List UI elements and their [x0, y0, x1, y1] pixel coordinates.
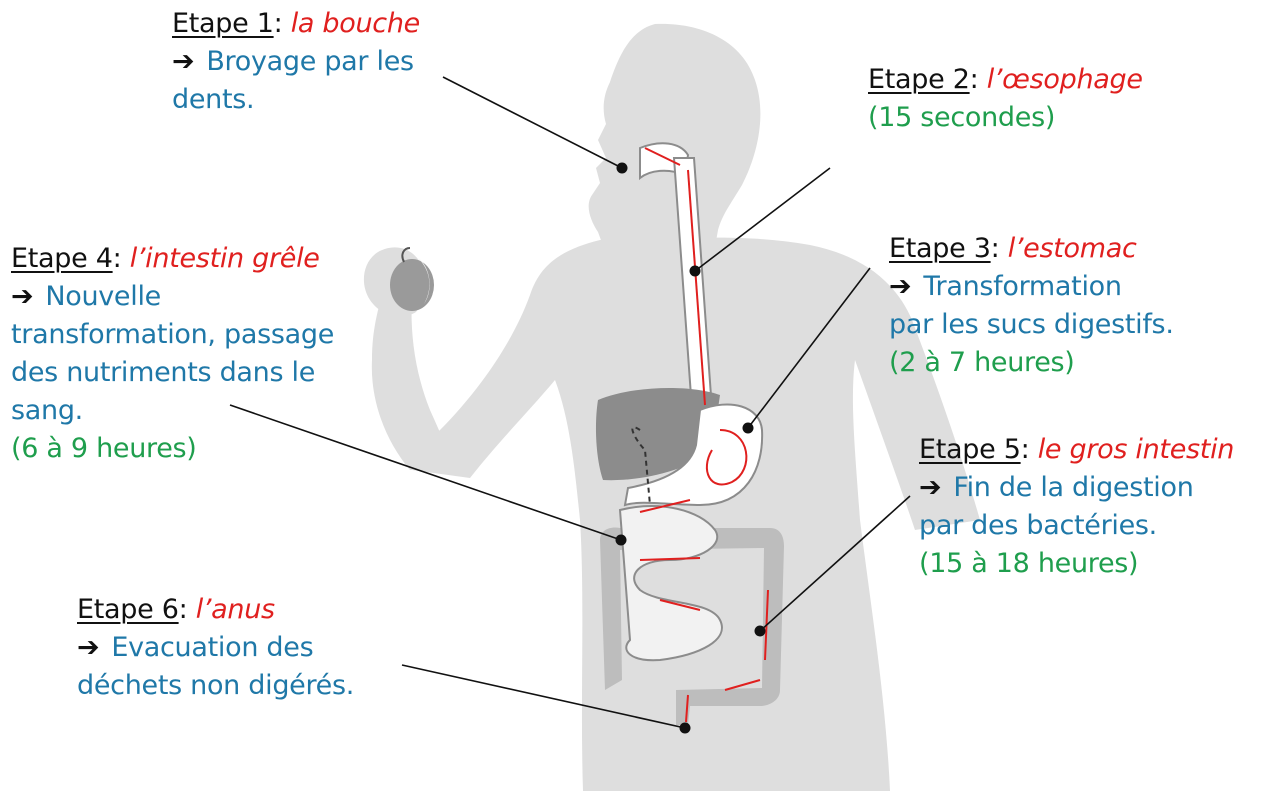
stage-5-description-line: Fin de la digestion: [953, 472, 1193, 503]
dot-esophagus: [690, 266, 701, 277]
stage-6-description-line: déchets non digérés.: [77, 667, 354, 705]
stage-4-duration: (6 à 9 heures): [11, 430, 334, 468]
leader-line-1: [443, 77, 622, 168]
stage-4-description-line: Nouvelle: [45, 281, 161, 312]
stage-6-step: Etape 6: [77, 594, 179, 625]
stage-2-duration: (15 secondes): [868, 99, 1143, 137]
stage-1-description-line: Broyage par les: [206, 46, 413, 77]
stage-4-description-line: transformation, passage: [11, 316, 334, 354]
stage-5-duration: (15 à 18 heures): [919, 545, 1234, 583]
stage-2-organ: l’œsophage: [987, 64, 1143, 95]
dot-small-intestine: [616, 535, 627, 546]
stage-5-description-line: par des bactéries.: [919, 507, 1234, 545]
forearm: [372, 295, 452, 470]
dot-large-intestine: [755, 626, 766, 637]
stage-4-step: Etape 4: [11, 243, 113, 274]
stage-5-label: Etape 5: le gros intestin ➔Fin de la dig…: [919, 431, 1234, 583]
dot-anus: [680, 723, 691, 734]
right-arrow-icon: ➔: [172, 46, 194, 77]
stage-3-description-line: par les sucs digestifs.: [889, 306, 1174, 344]
stage-1-description-line: dents.: [172, 81, 420, 119]
stage-1-label: Etape 1: la bouche ➔Broyage par les dent…: [172, 5, 420, 119]
stage-3-label: Etape 3: l’estomac ➔Transformation par l…: [889, 230, 1174, 382]
stage-6-label: Etape 6: l’anus ➔Evacuation des déchets …: [77, 591, 354, 705]
stage-5-organ: le gros intestin: [1038, 434, 1234, 465]
stage-2-label: Etape 2: l’œsophage (15 secondes): [868, 61, 1143, 137]
stage-3-description-line: Transformation: [923, 271, 1121, 302]
stage-1-step: Etape 1: [172, 8, 274, 39]
stage-2-step: Etape 2: [868, 64, 970, 95]
stage-3-step: Etape 3: [889, 233, 991, 264]
stage-4-label: Etape 4: l’intestin grêle ➔Nouvelle tran…: [11, 240, 334, 468]
stage-1-organ: la bouche: [291, 8, 420, 39]
stage-3-duration: (2 à 7 heures): [889, 344, 1174, 382]
stage-4-organ: l’intestin grêle: [130, 243, 320, 274]
stage-3-organ: l’estomac: [1008, 233, 1137, 264]
right-arrow-icon: ➔: [11, 281, 33, 312]
stage-5-step: Etape 5: [919, 434, 1021, 465]
dot-stomach: [743, 423, 754, 434]
stage-6-description-line: Evacuation des: [111, 632, 313, 663]
stage-4-description-line: sang.: [11, 392, 334, 430]
right-arrow-icon: ➔: [889, 271, 911, 302]
right-arrow-icon: ➔: [77, 632, 99, 663]
right-arrow-icon: ➔: [919, 472, 941, 503]
dot-mouth: [617, 163, 628, 174]
stage-6-organ: l’anus: [196, 594, 275, 625]
stage-4-description-line: des nutriments dans le: [11, 354, 334, 392]
